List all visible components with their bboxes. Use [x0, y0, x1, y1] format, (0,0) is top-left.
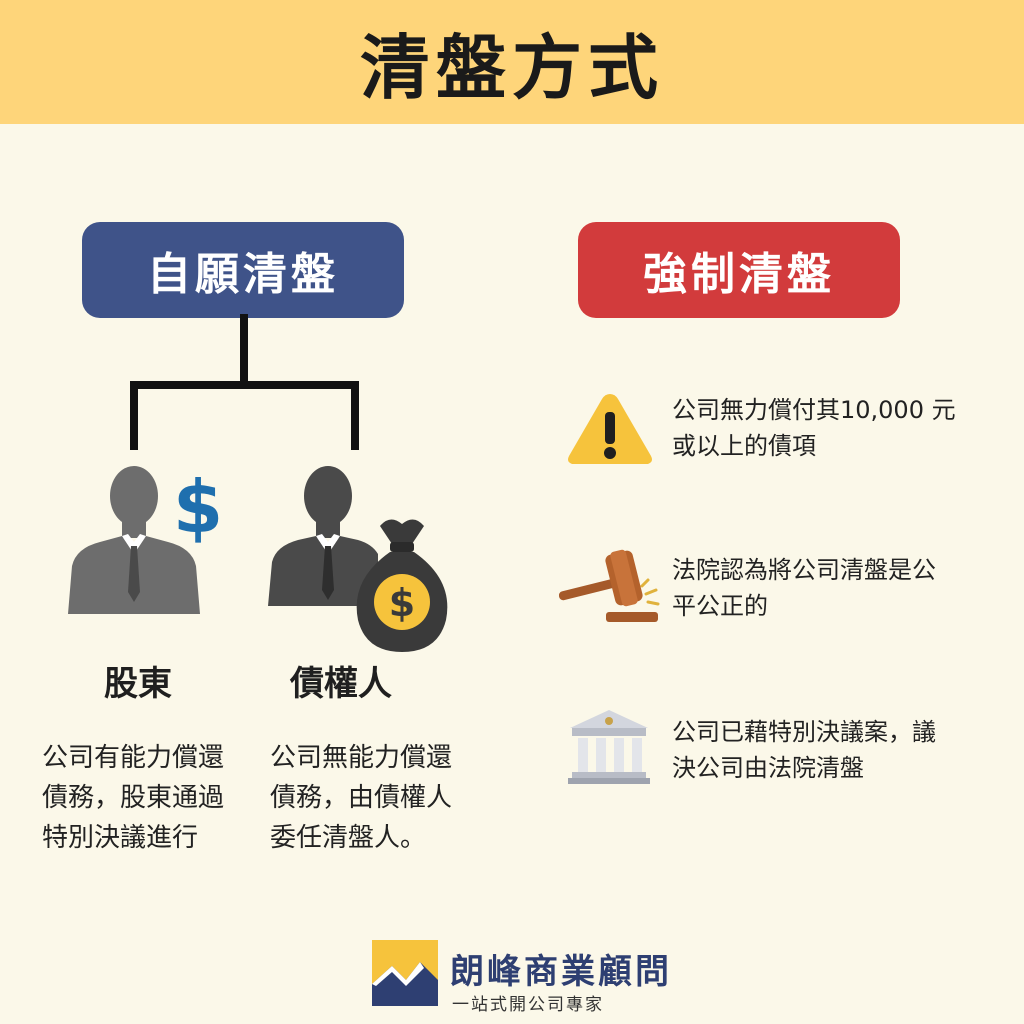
courthouse-icon	[568, 710, 650, 784]
gavel-icon	[558, 549, 660, 622]
svg-text:$: $	[173, 465, 223, 549]
shareholder-description: 公司有能力償還 債務，股東通過 特別決議進行	[42, 743, 225, 853]
creditor-description: 公司無能力償還 債務，由債權人 委任清盤人。	[270, 743, 453, 853]
compulsory-liquidation-box: 強制清盤	[578, 222, 900, 318]
shareholder-dollar-icon: $	[68, 465, 223, 614]
creditor-moneybag-icon: $	[268, 466, 448, 652]
creditor-label: 債權人	[290, 664, 392, 704]
shareholder-label: 股東	[104, 664, 172, 704]
brand-logo	[372, 940, 438, 1006]
warning-icon	[568, 394, 652, 464]
page-title: 清盤方式	[360, 26, 664, 109]
reason-insolvent: 公司無力償付其10,000 元 或以上的債項	[672, 396, 956, 460]
brand-tagline: 一站式開公司專家	[452, 995, 604, 1015]
voluntary-liquidation-box: 自願清盤	[82, 222, 404, 318]
reason-special-resolution: 公司已藉特別決議案，議 決公司由法院清盤	[672, 718, 936, 782]
header-banner: 清盤方式	[0, 0, 1024, 124]
brand-name: 朗峰商業顧問	[450, 952, 672, 992]
reason-just-and-equitable: 法院認為將公司清盤是公 平公正的	[672, 556, 936, 620]
svg-text:$: $	[389, 581, 415, 625]
